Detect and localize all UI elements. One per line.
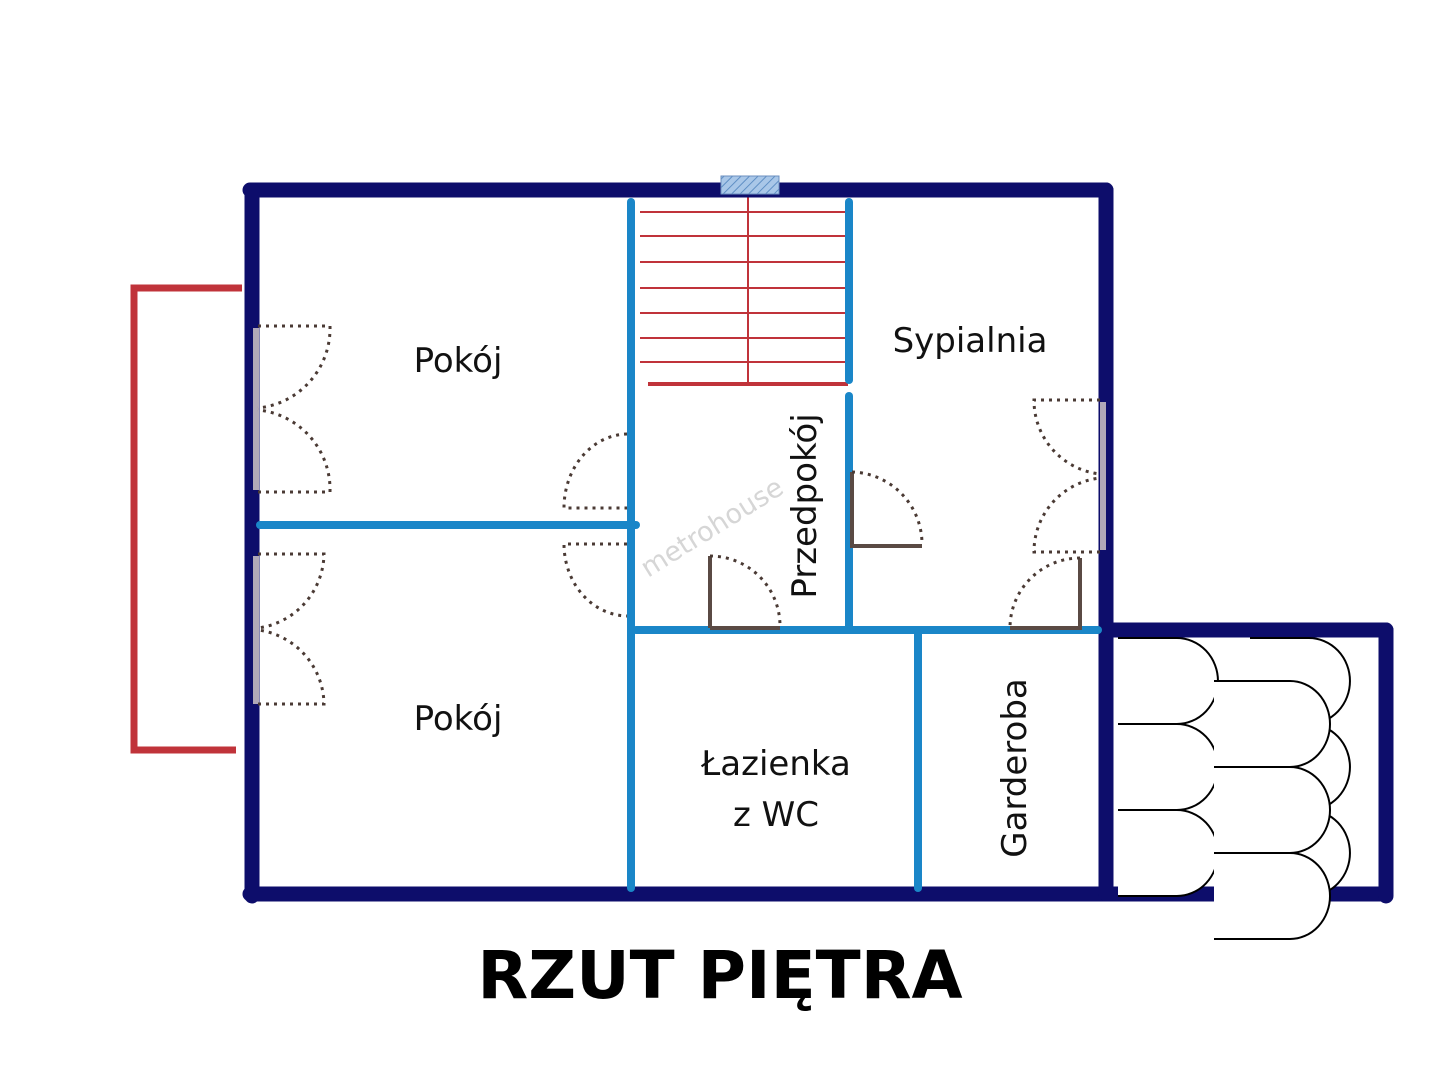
vent-marker	[720, 175, 780, 195]
roof-tile	[1214, 852, 1331, 940]
roof-tile	[1118, 637, 1219, 725]
roof-tile	[1214, 680, 1331, 768]
room-label-lazienka-wc: z WC	[733, 795, 819, 835]
room-label-pokoj-top: Pokój	[414, 341, 503, 381]
balcony-outline	[130, 284, 242, 754]
room-label-przedpokoj: Przedpokój	[785, 413, 825, 598]
roof-tile	[1118, 723, 1219, 811]
interior-walls	[256, 198, 1102, 892]
roof-tile	[1118, 809, 1219, 897]
room-label-garderoba: Garderoba	[995, 678, 1035, 858]
roof-tile	[1214, 766, 1331, 854]
doors	[562, 432, 1082, 630]
room-label-sypialnia: Sypialnia	[893, 321, 1048, 361]
window-swings	[257, 324, 1101, 706]
windows	[253, 328, 1106, 704]
roof-tiles	[1118, 637, 1351, 940]
staircase	[640, 196, 848, 386]
room-label-pokoj-bottom: Pokój	[414, 699, 503, 739]
watermark-text: metrohouse	[635, 472, 789, 584]
plan-title: RZUT PIĘTRA	[477, 937, 962, 1014]
room-label-lazienka: Łazienka	[700, 744, 851, 784]
